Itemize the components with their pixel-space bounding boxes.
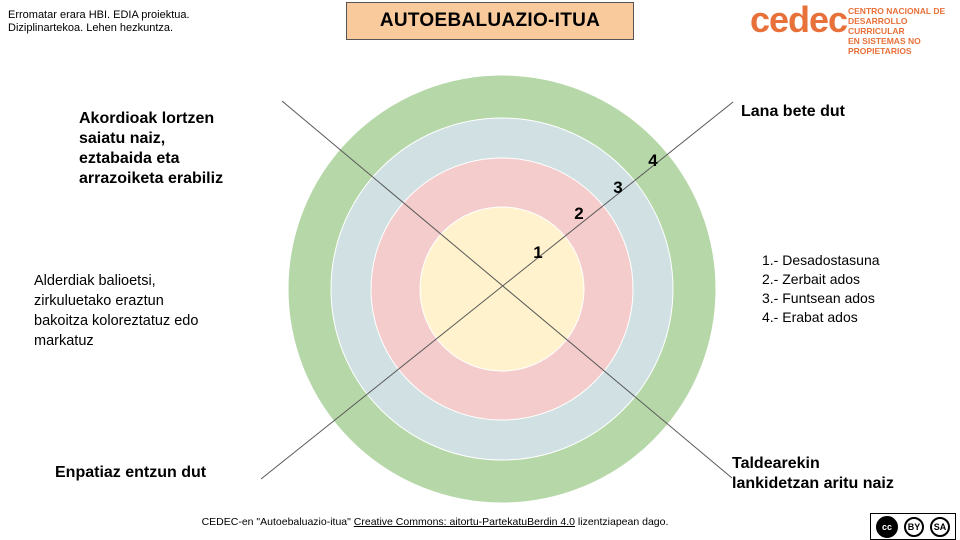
project-info: Erromatar erara HBI. EDIA proiektua. Diz… (8, 9, 190, 35)
instructions-line: Alderdiak balioetsi, (34, 273, 156, 289)
ring-number-3: 3 (613, 178, 622, 197)
criterion-bottom-left: Enpatiaz entzun dut (55, 463, 206, 483)
instructions: Alderdiak balioetsi, zirkuluetako eraztu… (34, 271, 198, 351)
criterion-bottom-left-line: Enpatiaz entzun dut (55, 464, 207, 481)
page-title: AUTOEBALUAZIO-ITUA (346, 2, 634, 40)
criterion-top-left: Akordioak lortzen saiatu naiz, eztabaida… (79, 109, 223, 189)
ring-1[interactable] (419, 206, 585, 372)
logo-subtitle: Centro Nacional de Desarrollo Curricular… (848, 6, 960, 56)
logo-sub-line-1: Centro Nacional de (848, 6, 946, 16)
cc-by-icon: BY (904, 516, 924, 537)
legend-item-3: 3.- Funtsean ados (762, 290, 875, 306)
license-link[interactable]: Creative Commons: aitortu-PartekatuBerdi… (353, 516, 575, 528)
instructions-line: markatuz (34, 333, 94, 349)
instructions-line: zirkuluetako eraztun (34, 293, 164, 309)
criterion-top-right-line: Lana bete dut (741, 103, 846, 120)
ring-number-1: 1 (533, 243, 542, 262)
logo-word: cedec (750, 0, 848, 40)
instructions-line: bakoitza koloreztatuz edo (34, 313, 199, 329)
legend-item-4: 4.- Erabat ados (762, 309, 858, 325)
cc-sa-icon: SA (930, 516, 950, 537)
rating-legend: 1.- Desadostasuna 2.- Zerbait ados 3.- F… (762, 251, 880, 327)
criterion-bottom-right-line: lankidetzan aritu naiz (732, 475, 894, 492)
ring-number-2: 2 (574, 204, 583, 223)
axis-line-descending (281, 100, 733, 479)
criterion-top-right: Lana bete dut (741, 102, 845, 122)
footer-prefix: CEDEC-en "Autoebaluazio-itua" (201, 516, 351, 528)
page-title-text: AUTOEBALUAZIO-ITUA (379, 10, 601, 31)
cc-license-badge[interactable]: cc BY SA (870, 513, 956, 540)
cc-icon: cc (876, 515, 898, 538)
legend-item-1: 1.- Desadostasuna (762, 252, 880, 268)
legend-item-2: 2.- Zerbait ados (762, 271, 861, 287)
logo-sub-line-3: en Sistemas no Propietarios (848, 36, 921, 56)
criterion-bottom-right: Taldearekin lankidetzan aritu naiz (732, 454, 894, 494)
criterion-top-left-line: Akordioak lortzen (79, 110, 215, 127)
project-line-1: Erromatar erara HBI. EDIA proiektua. (8, 9, 190, 21)
project-line-2: Diziplinartekoa. Lehen hezkuntza. (8, 22, 174, 34)
criterion-top-left-line: eztabaida eta (79, 150, 180, 167)
license-footer: CEDEC-en "Autoebaluazio-itua" Creative C… (0, 516, 870, 528)
footer-suffix: lizentziapean dago. (577, 516, 669, 528)
cedec-logo: cedec Centro Nacional de Desarrollo Curr… (750, 0, 960, 57)
criterion-top-left-line: saiatu naiz, (79, 130, 166, 147)
criterion-top-left-line: arrazoiketa erabiliz (79, 170, 224, 187)
ring-number-4: 4 (648, 151, 658, 170)
axis-line-ascending (260, 101, 734, 480)
logo-sub-line-2: Desarrollo Curricular (848, 16, 908, 36)
criterion-bottom-right-line: Taldearekin (732, 455, 820, 472)
